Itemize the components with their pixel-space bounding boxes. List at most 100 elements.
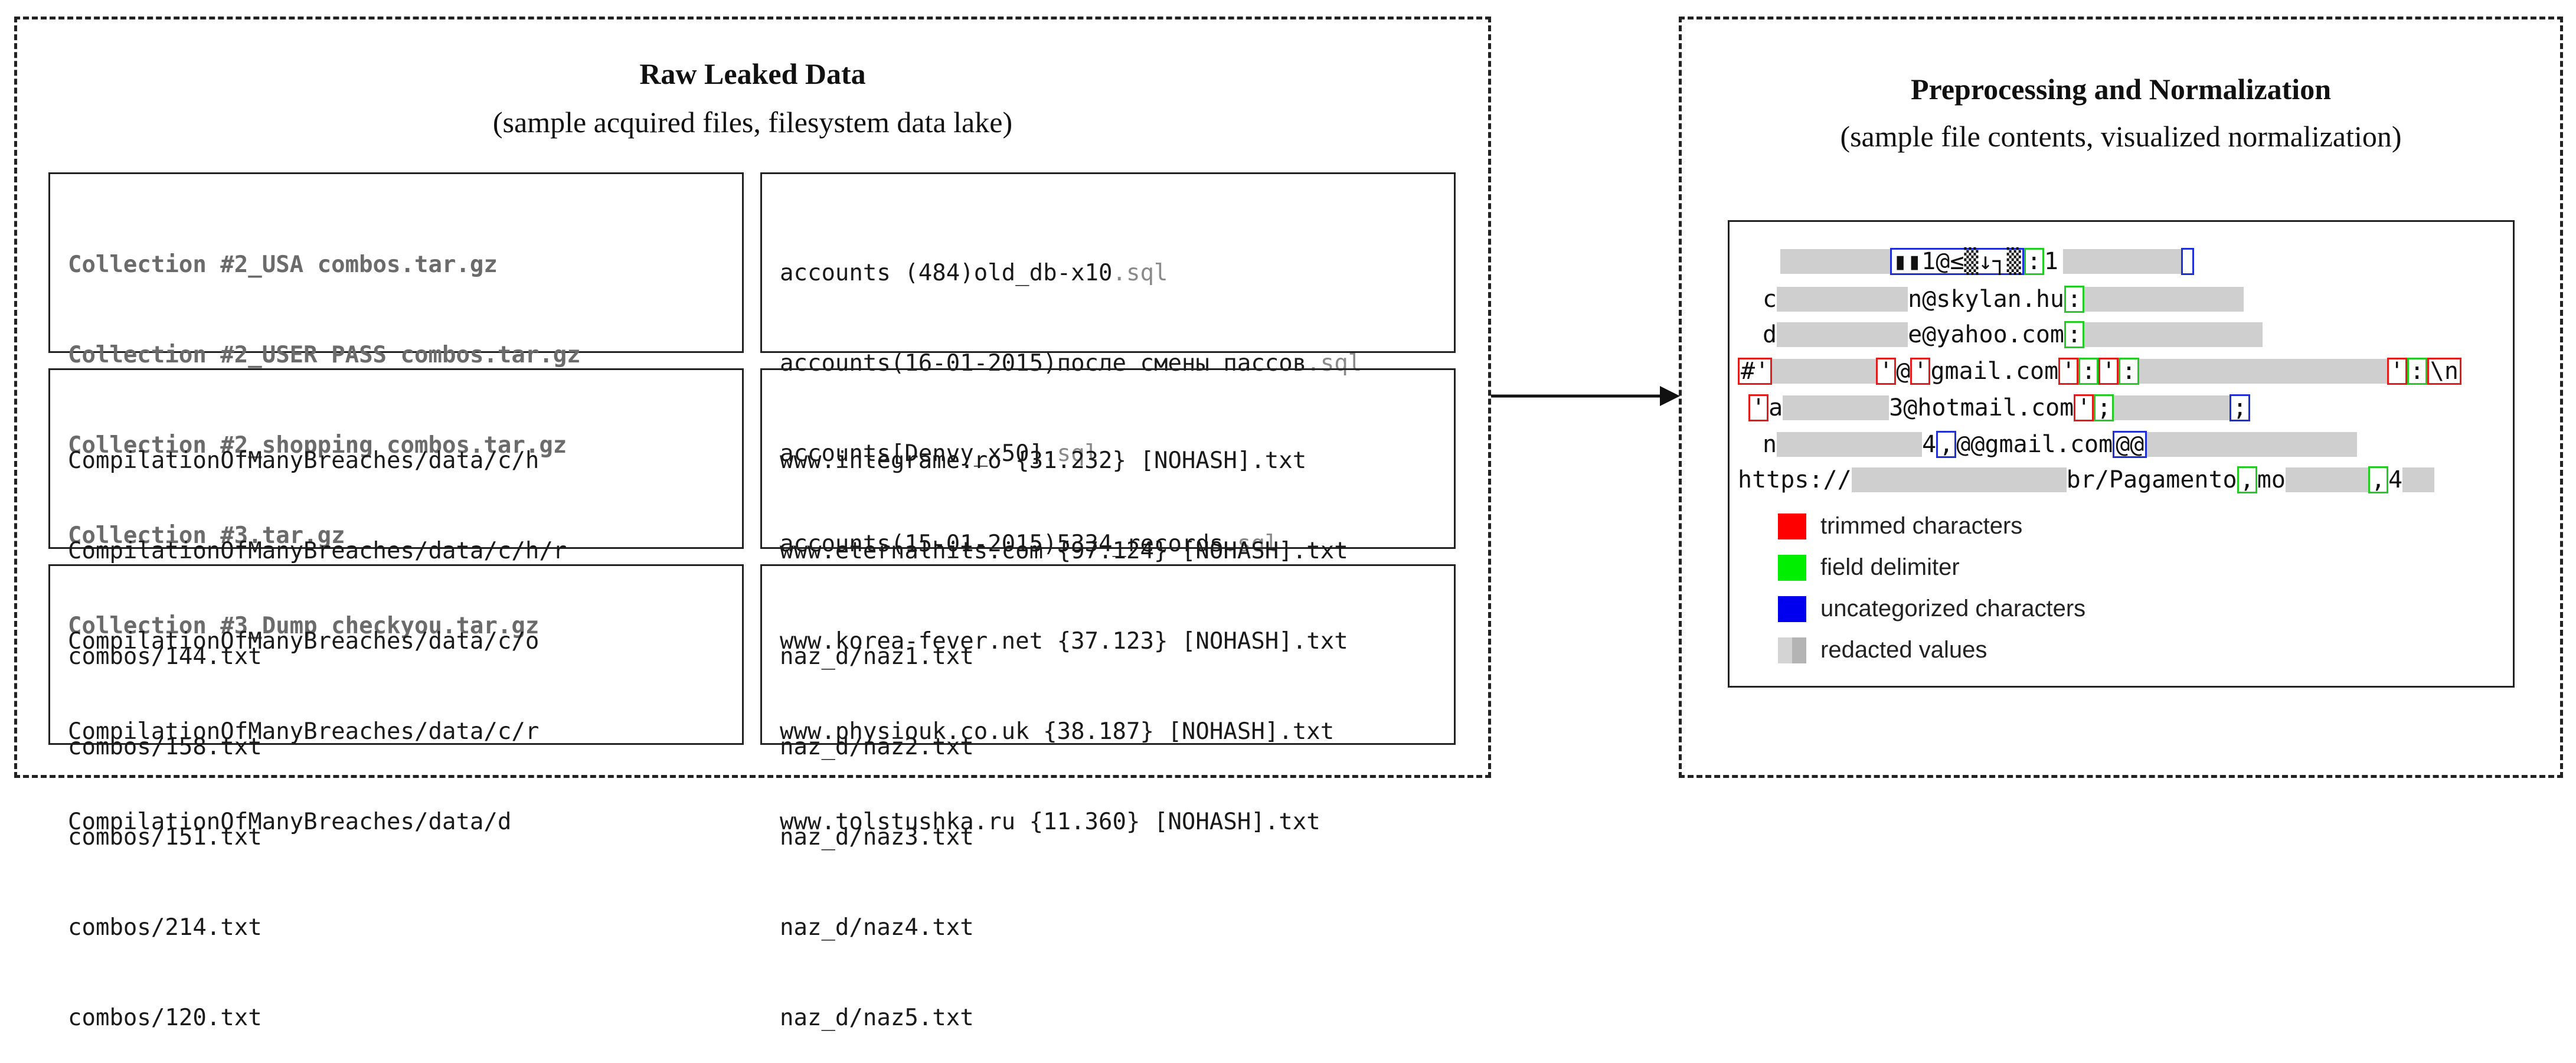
file-line: CompilationOfManyBreaches/data/c/h/r [68, 538, 567, 564]
trimmed-mark: ' [1910, 358, 1931, 385]
delimiter-mark: : [2064, 286, 2085, 313]
raw-data-panel [14, 17, 1491, 778]
normalization-sample-box [1728, 220, 2515, 688]
legend-swatch [1778, 637, 1806, 663]
file-box-accounts: accounts (484)old_db-x10.sql accounts(16… [760, 172, 1456, 557]
normalization-subtitle: (sample file contents, visualized normal… [1840, 120, 2402, 153]
sample-text: c [1763, 286, 1777, 313]
delimiter-mark: : [2078, 358, 2099, 385]
delimiter-mark: , [2237, 466, 2257, 493]
delimiter-mark: : [2064, 321, 2085, 348]
trimmed-mark: ' [2387, 358, 2407, 385]
file-line: naz_d/naz4.txt [780, 914, 974, 941]
sample-line-1: ▮▮1@≤▒↓┐▒:1 [1780, 244, 2194, 276]
normalization-title: Preprocessing and Normalization [1910, 73, 2331, 106]
legend-swatch [1778, 513, 1806, 539]
file-line: combos/158.txt [68, 734, 262, 760]
redacted-value [1783, 395, 1889, 420]
file-line: Collection #3_Dump checkyou.tar.gz [68, 613, 540, 639]
uncategorized-mark: , [1936, 431, 1957, 458]
file-line: CompilationOfManyBreaches/data/c/h [68, 447, 540, 474]
sample-text: 4 [1922, 431, 1937, 458]
file-line: Collection #2_USA combos.tar.gz [68, 251, 498, 278]
trimmed-mark: \n [2427, 358, 2461, 385]
redacted-value [1772, 359, 1877, 384]
legend-label: trimmed characters [1820, 513, 2023, 539]
sample-text: @gmail.com [1970, 431, 2113, 458]
sample-line-3: d e@yahoo.com: [1763, 318, 2263, 349]
flow-arrow-icon [1491, 386, 1680, 406]
redacted-value [2114, 395, 2230, 420]
file-line: Collection #2_shopping combos.tar.gz [68, 432, 567, 459]
sample-text: 1 [2044, 248, 2058, 275]
file-line: combos/144.txt [68, 643, 262, 670]
file-line: accounts(16-01-2015)после смены пассов.s… [780, 350, 1362, 377]
trimmed-mark: ' [2058, 358, 2079, 385]
trimmed-mark: ' [1876, 358, 1897, 385]
trimmed-mark: #' [1738, 358, 1773, 385]
redacted-value [1777, 287, 1908, 312]
file-line: accounts[Denvy_x50].sql [780, 440, 1099, 467]
file-line: combos/214.txt [68, 914, 262, 941]
redacted-value [1777, 322, 1908, 347]
redacted-value [1780, 249, 1890, 274]
sample-line-4: #''@'gmail.com':':':\n [1738, 354, 2461, 386]
file-box-collections: Collection #2_USA combos.tar.gz Collecti… [48, 172, 744, 639]
legend-swatch [1778, 555, 1806, 581]
redacted-value [2084, 322, 2263, 347]
legend-swatch [1778, 596, 1806, 622]
sample-text: @ [1896, 358, 1911, 385]
delimiter-mark: ; [2094, 394, 2114, 421]
file-line: Collection #3.tar.gz [68, 522, 345, 549]
sample-text: n@skylan.hu [1908, 286, 2064, 313]
file-line: combos/120.txt [68, 1005, 262, 1031]
uncategorized-mark: ; [2230, 394, 2250, 421]
file-line: accounts (484)old_db-x10.sql [780, 260, 1168, 286]
redacted-value [2062, 249, 2181, 274]
file-line: accounts(15-01-2015)5334_records.sql [780, 531, 1279, 557]
file-line: CompilationOfManyBreaches/data/c/o [68, 628, 540, 655]
redacted-value [2402, 467, 2435, 492]
redacted-value [1777, 432, 1923, 457]
redacted-value [2139, 359, 2387, 384]
redacted-value [2285, 467, 2368, 492]
delimiter-mark: , [2368, 466, 2388, 493]
file-line: naz_d/naz3.txt [780, 824, 974, 851]
file-line: CompilationOfManyBreaches/data/c/r [68, 718, 540, 745]
sample-line-2: c n@skylan.hu: [1763, 282, 2244, 314]
sample-text: gmail.com [1930, 358, 2059, 385]
file-line: combos/151.txt [68, 824, 262, 851]
file-line: www.physiouk.co.uk {38.187} [NOHASH].txt [780, 718, 1335, 745]
file-line: naz_d/naz5.txt [780, 1005, 974, 1031]
delimiter-mark: : [2119, 358, 2139, 385]
sample-text: @ [1956, 431, 1971, 458]
file-line: www.eternalhits.com {97.124} [NOHASH].tx… [780, 538, 1348, 564]
uncategorized-mark: @@ [2113, 431, 2147, 458]
sample-text: 3@hotmail.com [1889, 394, 2074, 421]
legend-label: redacted values [1820, 637, 1987, 663]
legend-label: field delimiter [1820, 554, 1960, 580]
sample-text: a [1768, 394, 1783, 421]
sample-text: https:// [1738, 466, 1852, 493]
trimmed-mark: ' [2074, 394, 2094, 421]
uncategorized-mark [2181, 248, 2194, 275]
file-line: www.integrame.ro {31.232} [NOHASH].txt [780, 447, 1307, 474]
file-line: Collection #2_USER PASS combos.tar.gz [68, 342, 581, 368]
delimiter-mark: : [2023, 248, 2044, 275]
redacted-value [1851, 467, 2067, 492]
uncategorized-mark: ▮▮1@≤▒↓┐▒ [1890, 248, 2024, 275]
sample-text: mo [2257, 466, 2286, 493]
raw-data-subtitle: (sample acquired files, filesystem data … [492, 106, 1013, 139]
file-line: www.korea-fever.net {37.123} [NOHASH].tx… [780, 628, 1348, 655]
sample-text: d [1763, 321, 1777, 348]
delimiter-mark: : [2407, 358, 2427, 385]
sample-line-7: https://br/Pagamento,mo,4 [1738, 463, 2435, 495]
trimmed-mark: ' [1748, 394, 1769, 421]
file-line: naz_d/naz1.txt [780, 643, 974, 670]
normalization-panel [1679, 17, 2563, 778]
file-line: naz_d/naz2.txt [780, 734, 974, 760]
legend-label: uncategorized characters [1820, 596, 2086, 622]
sample-text: e@yahoo.com [1908, 321, 2064, 348]
